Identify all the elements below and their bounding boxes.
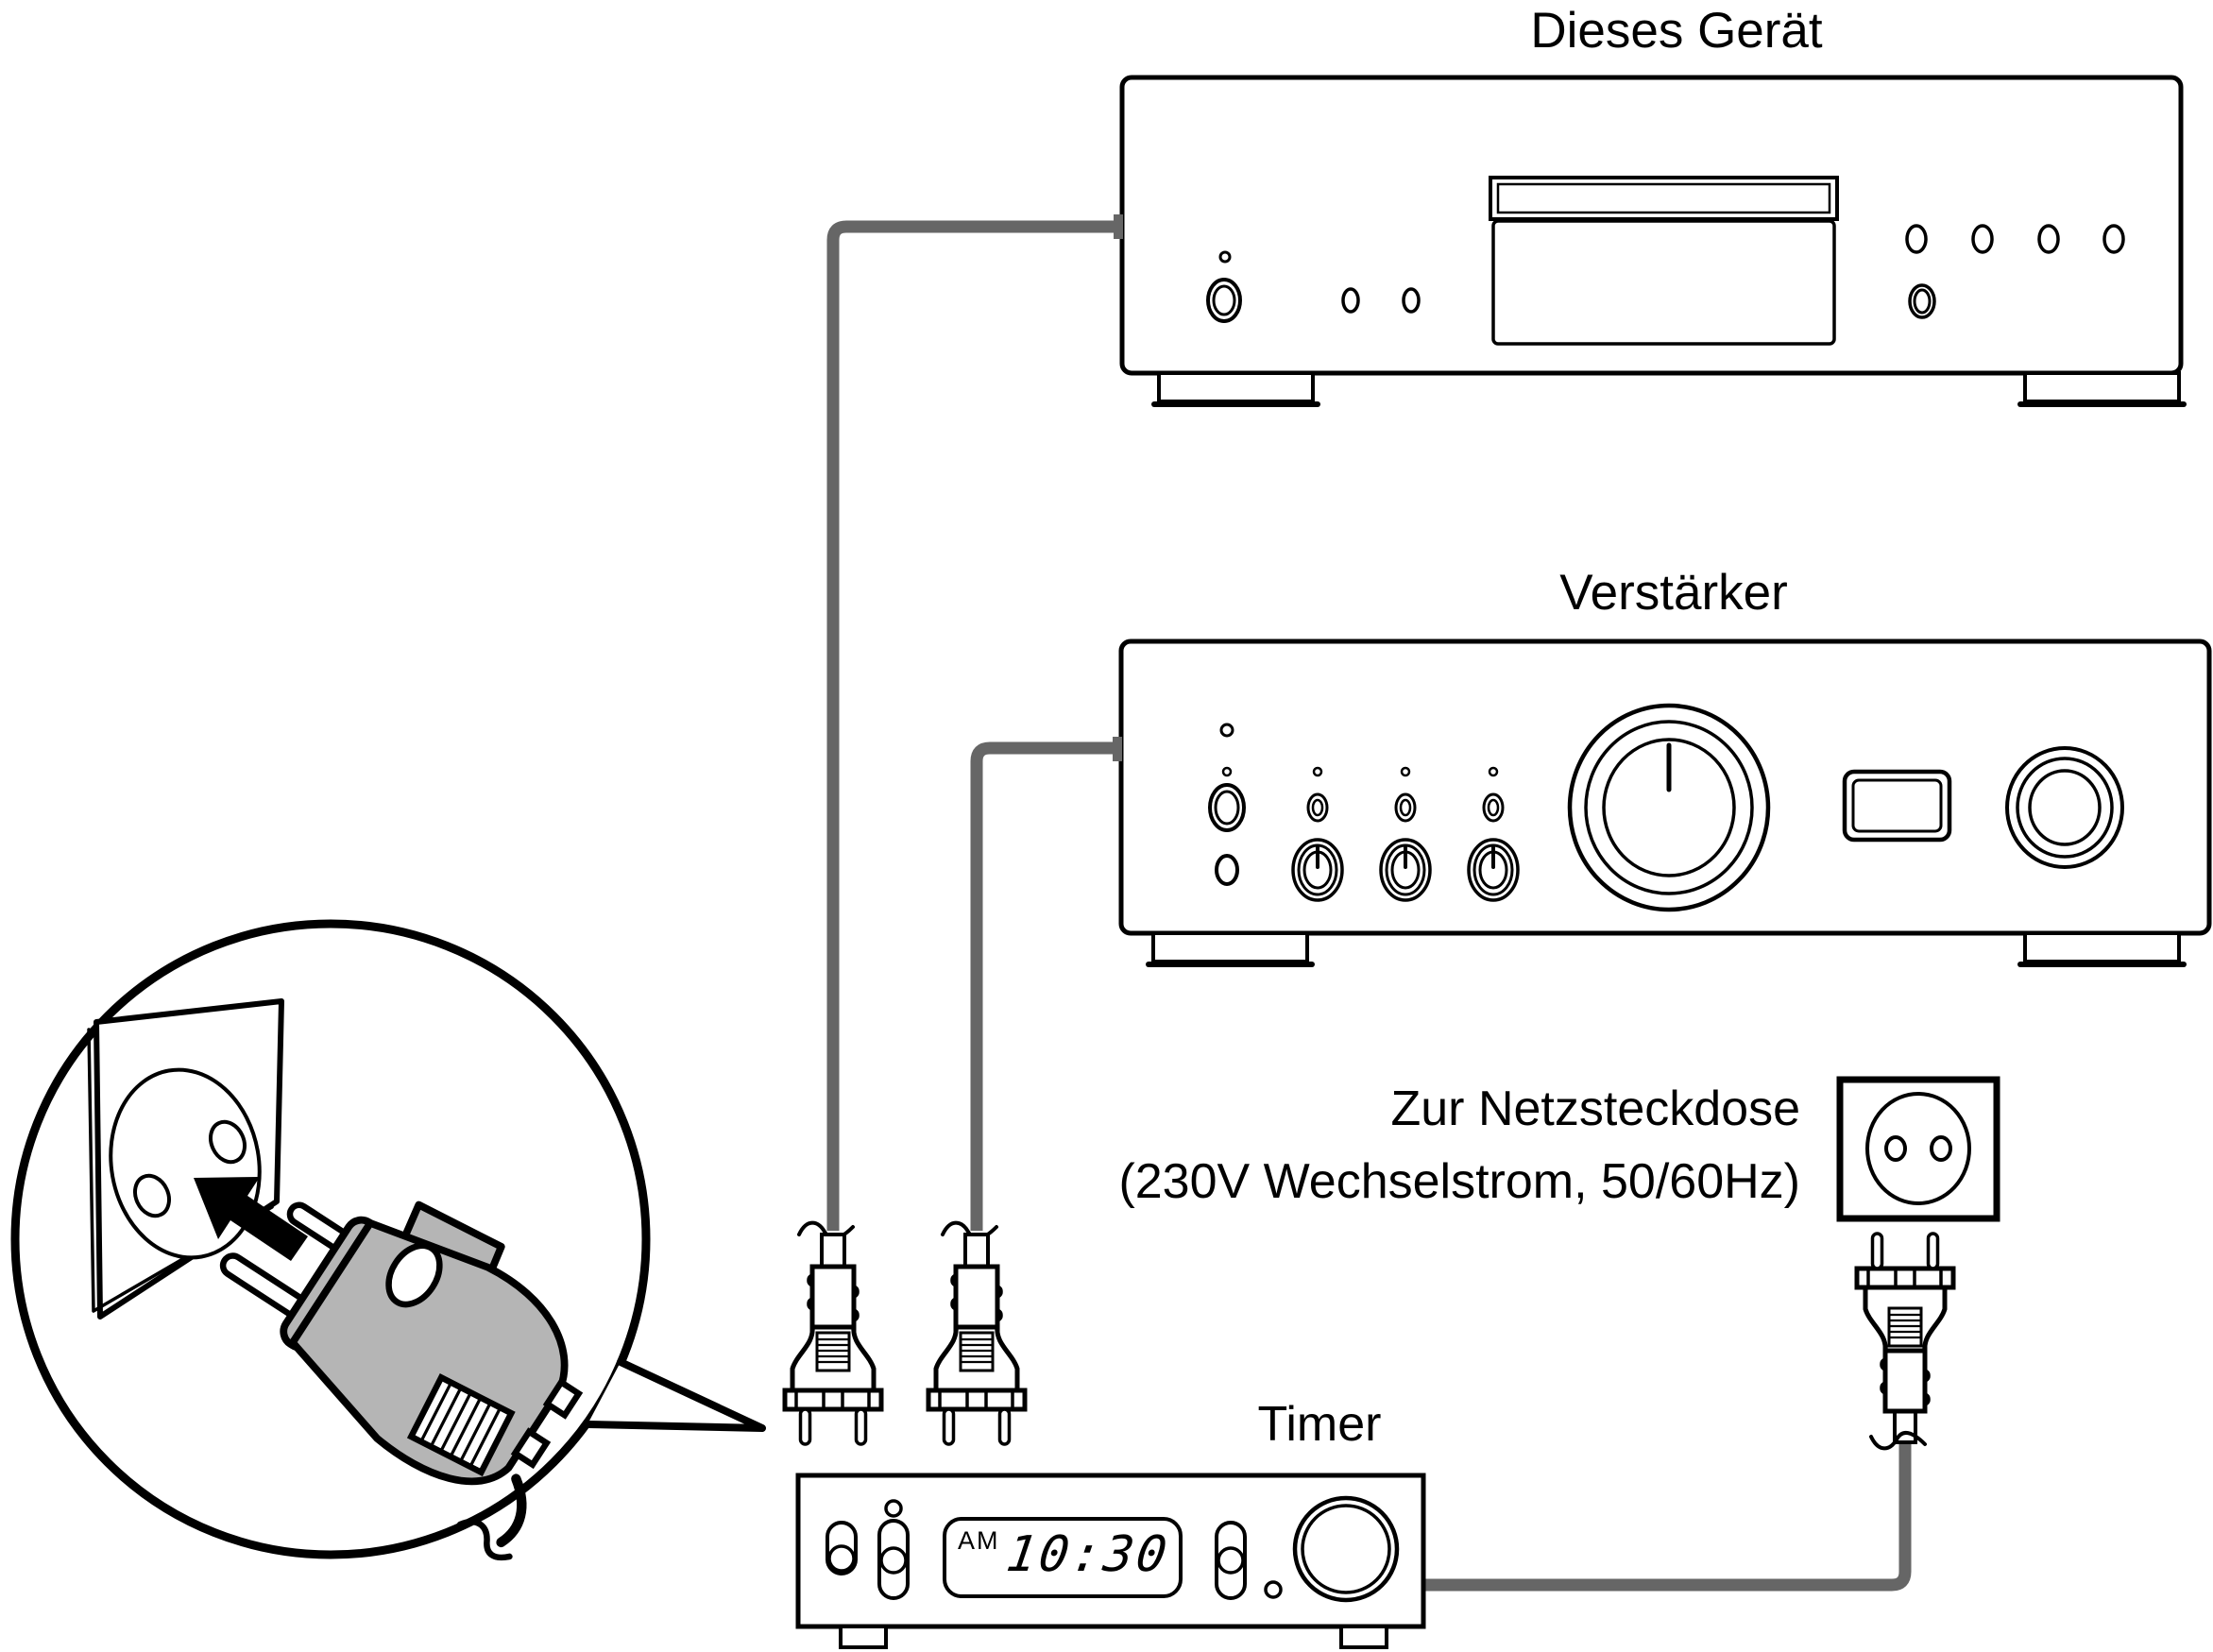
disc-tray — [1489, 176, 1839, 346]
wall-outlet-icon — [1836, 1076, 2000, 1222]
power-cable-cd — [826, 220, 1122, 1231]
outlet-label-line2: (230V Wechselstrom, 50/60Hz) — [1118, 1154, 1800, 1209]
clock-display — [943, 1517, 1183, 1598]
euro-plug-icon — [785, 1223, 881, 1444]
timer-display-time: 10:30 — [1002, 1526, 1173, 1583]
power-cable-timer — [1421, 1444, 1912, 1592]
power-button — [1206, 278, 1242, 323]
input-knob — [2005, 746, 2124, 869]
slide-switch — [877, 1519, 910, 1600]
amplifier-label: Verstärker — [1559, 565, 1788, 621]
display-window — [1842, 769, 1952, 843]
timer-knob — [1292, 1495, 1400, 1603]
selector-buttons — [1306, 792, 1505, 823]
euro-plug-icon — [1857, 1234, 1953, 1448]
transport-buttons — [1905, 224, 2125, 319]
power-cable-amp — [970, 741, 1121, 1231]
amplifier-illustration — [1113, 639, 2212, 967]
magnifier-callout — [10, 919, 766, 1561]
wall-socket-plate — [87, 998, 284, 1320]
euro-plug-icon — [928, 1223, 1025, 1444]
timer-display-meridiem: AM — [958, 1526, 1000, 1555]
device-label: Dieses Gerät — [1530, 3, 1823, 59]
timer-label: Timer — [1257, 1397, 1382, 1452]
euro-plug-magnified — [219, 1201, 584, 1561]
slide-switch — [826, 1521, 858, 1575]
cable-socket — [1113, 737, 1122, 761]
cd-player-illustration — [1114, 75, 2187, 407]
indicator-led — [1264, 1580, 1283, 1599]
indicator-led — [884, 1499, 903, 1518]
power-led — [1219, 723, 1234, 738]
tone-knobs — [1291, 838, 1520, 902]
power-button — [1208, 783, 1246, 832]
outlet-label-line1: Zur Netzsteckdose — [1390, 1081, 1801, 1136]
volume-knob — [1567, 703, 1771, 912]
cable-socket — [1114, 214, 1123, 239]
insert-arrow-icon — [194, 1177, 308, 1261]
power-led — [1218, 250, 1232, 264]
slide-switch — [1215, 1521, 1247, 1600]
outlet-label: Zur Netzsteckdose (230V Wechselstrom, 50… — [945, 1073, 1800, 1218]
timer-illustration — [795, 1473, 1426, 1649]
